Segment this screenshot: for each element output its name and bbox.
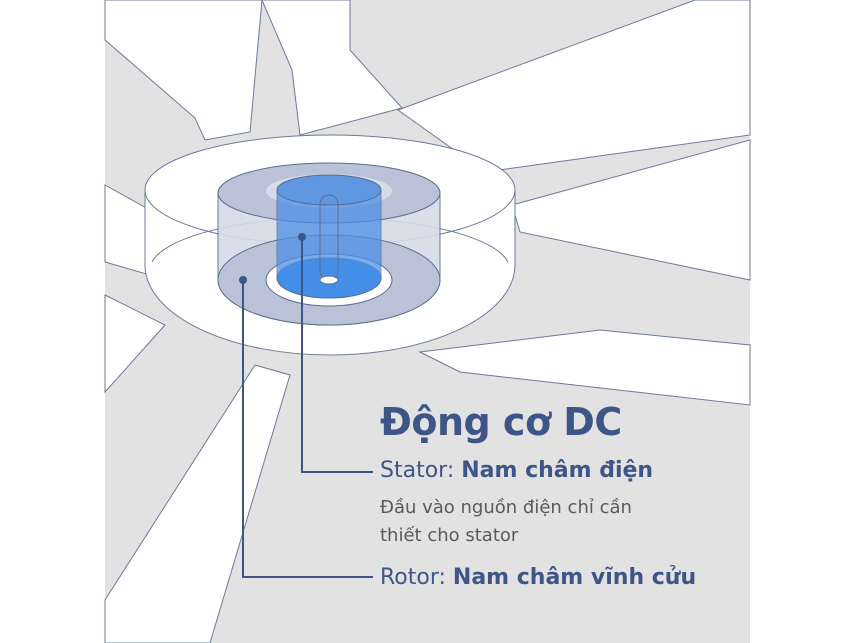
rotor-label: Rotor: Nam châm vĩnh cửu (380, 565, 696, 590)
stator-marker (298, 233, 306, 241)
stator-label-value: Nam châm điện (461, 458, 654, 483)
rotor-marker (239, 276, 247, 284)
fan-blades (104, 0, 751, 643)
stator-label-prefix: Stator: (380, 458, 455, 483)
rotor-label-prefix: Rotor: (380, 565, 446, 590)
blade (104, 294, 166, 394)
stator-description-line: Đầu vào nguồn điện chỉ cần (380, 497, 632, 518)
callout-lines (242, 237, 373, 578)
stator-rotor-assembly (217, 162, 441, 326)
rotor-label-value: Nam châm vĩnh cửu (452, 565, 697, 590)
diagram-title: Động cơ DC (380, 400, 622, 444)
stator-description: Đầu vào nguồn điện chỉ cần thiết cho stat… (380, 494, 632, 550)
blade (418, 329, 751, 406)
blade (104, 0, 263, 141)
blade (511, 139, 751, 281)
stator-label: Stator: Nam châm điện (380, 458, 653, 483)
stator-description-line: thiết cho stator (380, 525, 519, 546)
